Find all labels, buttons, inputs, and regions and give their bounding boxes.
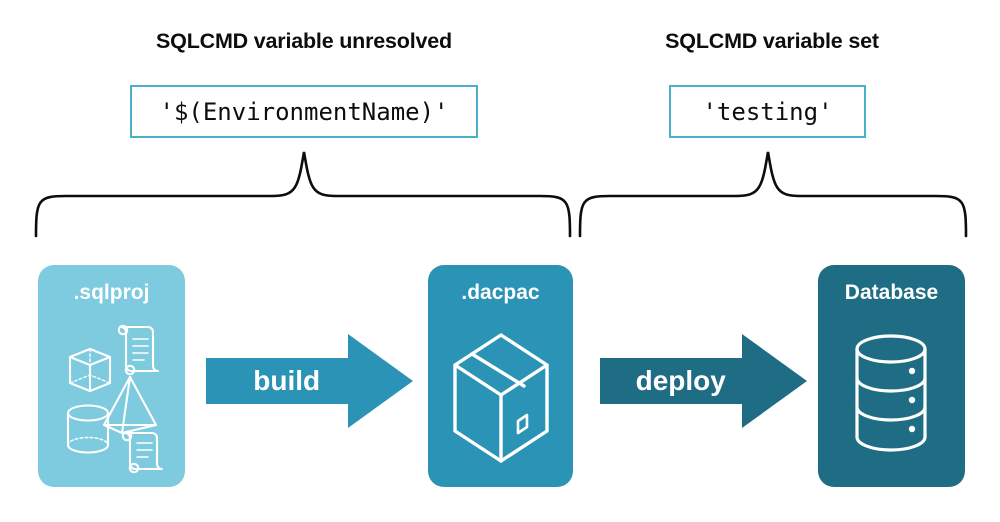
sqlcmd-variable-unresolved-value: '$(EnvironmentName)': [159, 97, 449, 126]
pyramid-icon: [102, 375, 158, 435]
artifact-box-database[interactable]: Database: [818, 265, 965, 487]
arrow-deploy-shape: [600, 334, 807, 428]
artifact-label-dacpac: .dacpac: [461, 281, 540, 304]
sqlcmd-variable-set-value: 'testing': [702, 97, 833, 126]
database-cylinder-icon: [855, 334, 927, 452]
sqlproj-contents-illustration: [38, 309, 185, 487]
artifact-box-dacpac[interactable]: .dacpac: [428, 265, 573, 487]
artifact-label-sqlproj: .sqlproj: [73, 281, 150, 304]
dacpac-package-illustration: [428, 309, 573, 487]
cube-icon: [68, 347, 112, 393]
arrow-build-shape: [206, 334, 413, 428]
arrow-deploy-label: deploy: [635, 365, 726, 396]
sqlcmd-variable-set-value-box: 'testing': [669, 85, 866, 138]
script-scroll-icon: [117, 324, 160, 376]
section-heading-right: SQLCMD variable set: [665, 29, 879, 53]
database-illustration: [818, 309, 965, 487]
cylinder-icon: [66, 404, 110, 454]
right-brace-icon: [578, 151, 968, 238]
arrow-build[interactable]: build: [206, 332, 413, 430]
artifact-box-sqlproj[interactable]: .sqlproj: [38, 265, 185, 487]
arrow-build-label: build: [253, 365, 321, 396]
script-scroll-icon: [121, 430, 164, 474]
section-heading-left: SQLCMD variable unresolved: [156, 29, 452, 53]
sqlcmd-variable-unresolved-value-box: '$(EnvironmentName)': [130, 85, 478, 138]
arrow-deploy[interactable]: deploy: [600, 332, 807, 430]
package-box-icon: [453, 333, 549, 463]
left-brace-icon: [34, 151, 572, 238]
artifact-label-database: Database: [844, 281, 939, 304]
